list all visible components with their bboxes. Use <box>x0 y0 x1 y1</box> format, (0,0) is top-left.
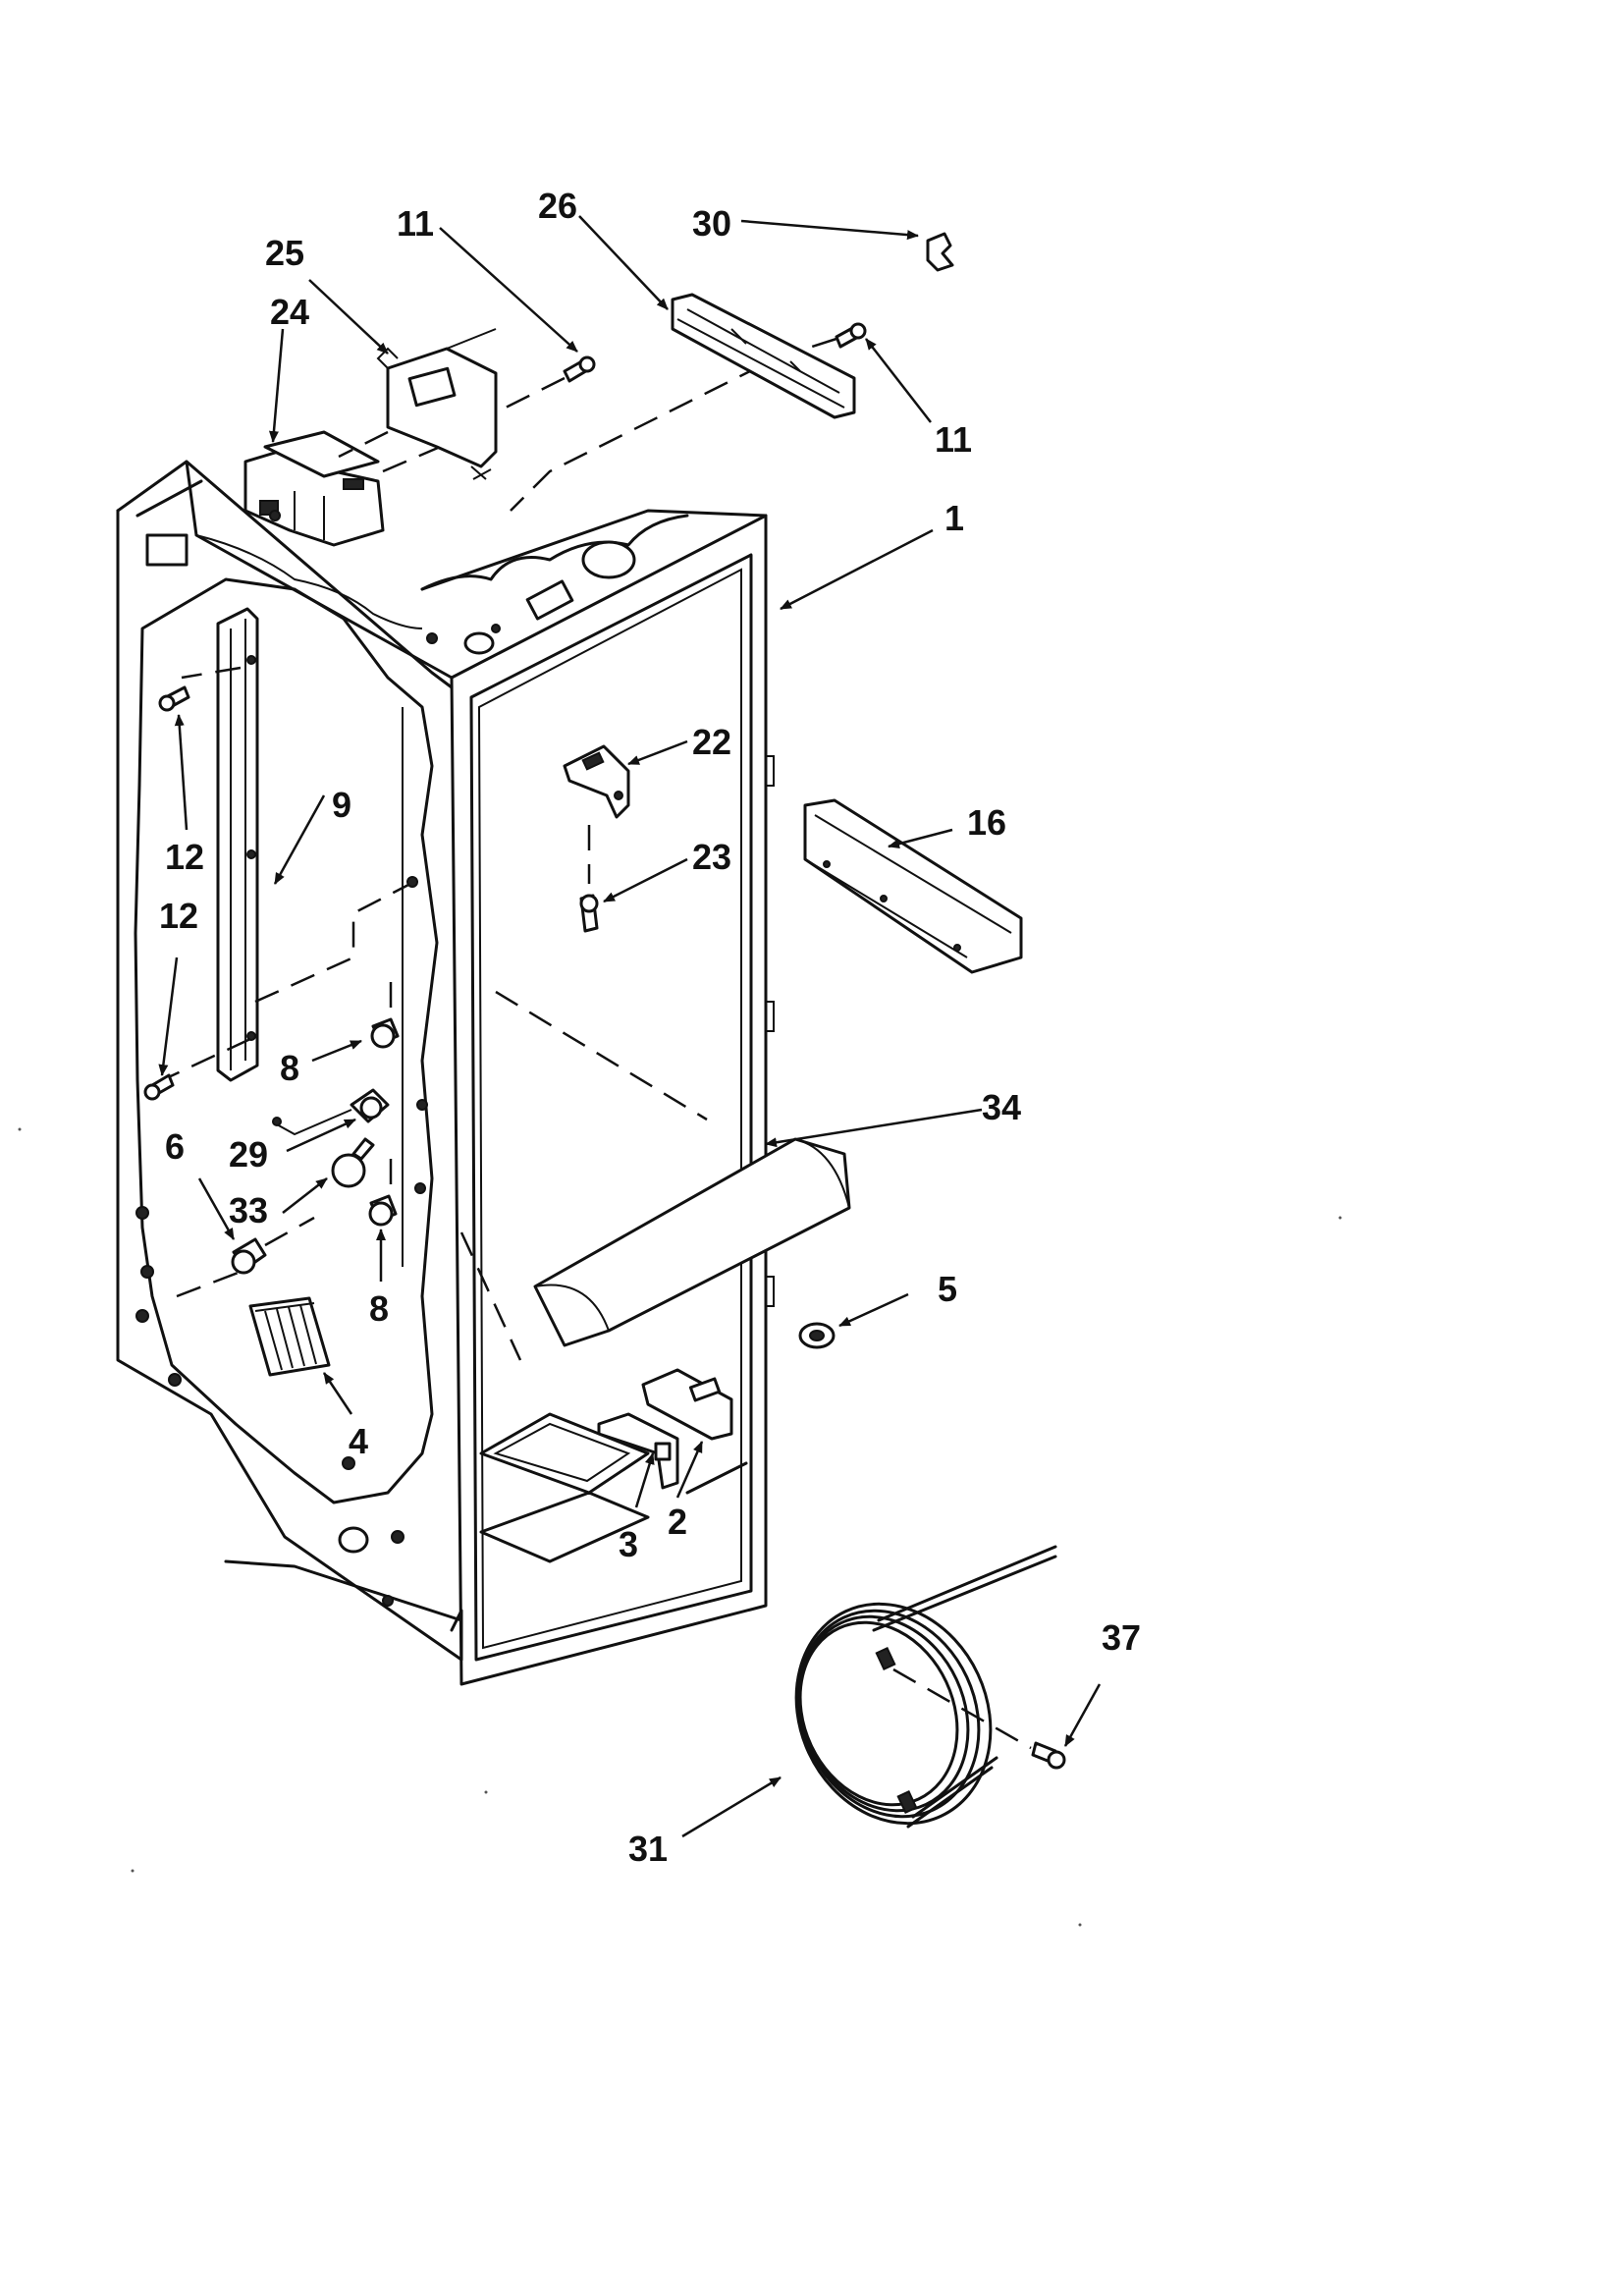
light-socket <box>272 1088 390 1136</box>
shelf-support-rail <box>161 607 259 1082</box>
callout-25: 25 <box>265 233 304 273</box>
control-bracket <box>338 328 498 480</box>
plug-6 <box>231 1237 267 1275</box>
callout-22: 22 <box>692 722 731 762</box>
callout-11-right: 11 <box>935 419 972 460</box>
bracket-3 <box>597 1412 679 1490</box>
top-channel <box>671 293 856 419</box>
trough-16 <box>803 798 1023 974</box>
callout-2: 2 <box>668 1502 687 1542</box>
callout-4: 4 <box>349 1421 368 1461</box>
callout-30: 30 <box>692 203 731 244</box>
callout-5: 5 <box>938 1269 957 1309</box>
callout-12-upper: 12 <box>165 837 204 877</box>
callout-8-upper: 8 <box>280 1048 299 1088</box>
rail-dash-line <box>254 882 411 1004</box>
callout-9: 9 <box>332 785 351 825</box>
cabinet-liner <box>116 460 775 1686</box>
control-housing <box>243 430 385 547</box>
scan-specks <box>18 1127 1342 1927</box>
callout-26: 26 <box>538 186 577 226</box>
light-bulb <box>331 1137 375 1188</box>
water-tube-coil <box>794 1545 1057 1829</box>
screw-dash-1 <box>505 376 566 410</box>
callout-11-top: 11 <box>397 203 434 244</box>
coil-dash <box>892 1667 1032 1750</box>
callout-24: 24 <box>270 292 309 332</box>
callout-29: 29 <box>229 1134 268 1175</box>
bracket-2 <box>641 1368 733 1441</box>
rail-hole <box>406 876 418 888</box>
cover-34 <box>533 1137 851 1347</box>
plug-dash <box>264 1216 315 1247</box>
screw-11-left <box>563 355 596 383</box>
callout-37: 37 <box>1102 1617 1141 1658</box>
clip-hole-1 <box>416 1099 428 1111</box>
clip-hole-2 <box>414 1182 426 1194</box>
callout-34: 34 <box>982 1087 1021 1127</box>
callout-3: 3 <box>619 1524 638 1564</box>
callout-8-lower: 8 <box>369 1288 389 1329</box>
screw-11-right <box>835 322 867 349</box>
clip-8-upper <box>370 1017 400 1049</box>
callout-1: 1 <box>944 498 964 538</box>
leader-lines <box>158 215 1102 1838</box>
callout-6: 6 <box>165 1126 185 1167</box>
clip-8-lower <box>368 1194 398 1227</box>
screw-12-upper <box>158 685 190 712</box>
callout-31: 31 <box>628 1829 668 1869</box>
clip-30 <box>926 232 954 272</box>
callout-16: 16 <box>967 802 1006 843</box>
screw-12-lower <box>143 1073 175 1101</box>
bracket-22 <box>563 744 630 819</box>
callout-23: 23 <box>692 837 731 877</box>
callout-12-lower: 12 <box>159 896 198 936</box>
grommet-5 <box>798 1322 836 1349</box>
callout-labels: 11 26 30 25 24 11 1 22 16 23 9 12 12 8 3… <box>159 186 1141 1869</box>
plug-dash-2 <box>176 1270 242 1298</box>
callout-33: 33 <box>229 1190 268 1230</box>
air-grille <box>248 1296 331 1377</box>
screw-23 <box>579 894 599 933</box>
screw-37 <box>1031 1741 1066 1770</box>
